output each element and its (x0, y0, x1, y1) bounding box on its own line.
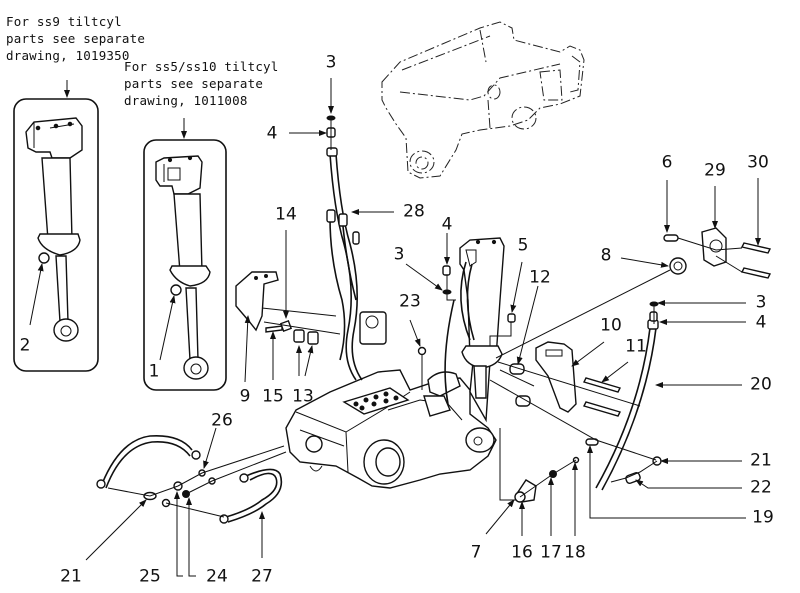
callout-11: 11 (625, 336, 647, 357)
callout-1: 1 (148, 361, 160, 382)
ss9-tilt-cylinder (25, 117, 83, 342)
callout-2: 2 (19, 335, 31, 356)
valve-manifold (342, 387, 410, 415)
callout-4-cylinder: 4 (441, 214, 453, 235)
ss5-ss10-tilt-cylinder (155, 155, 211, 380)
callout-13: 13 (292, 386, 314, 407)
callout-29: 29 (704, 160, 726, 181)
centre-tilt-cylinder (459, 237, 505, 399)
callout-3-cylinder: 3 (393, 244, 405, 265)
callout-16: 16 (511, 542, 533, 563)
callout-15: 15 (262, 386, 284, 407)
callout-7: 7 (470, 542, 482, 563)
callout-10: 10 (600, 315, 622, 336)
callout-4-right: 4 (755, 312, 767, 333)
leader-lines (29, 78, 761, 577)
callout-23: 23 (399, 291, 421, 312)
callout-24: 24 (206, 566, 228, 587)
callout-18: 18 (564, 542, 586, 563)
quick-coupler-outline (381, 21, 585, 179)
callout-19: 19 (752, 507, 774, 528)
ss5-ss10-inset-frame (143, 139, 227, 391)
hoses (96, 147, 659, 524)
assembly-lines (107, 120, 743, 518)
callout-9: 9 (239, 386, 251, 407)
callout-22: 22 (750, 477, 772, 498)
ss9-inset-frame (13, 98, 99, 372)
callout-21-right: 21 (750, 450, 772, 471)
callout-17: 17 (540, 542, 562, 563)
ss5-ss10-separate-drawing-note: For ss5/ss10 tiltcyl parts see separate … (124, 59, 279, 108)
callout-25: 25 (139, 566, 161, 587)
ss5-ss10-cylinder-inset (143, 139, 227, 391)
callout-27: 27 (251, 566, 273, 587)
callout-30: 30 (747, 152, 769, 173)
callout-14: 14 (275, 204, 297, 225)
callout-3-top: 3 (325, 52, 337, 73)
callout-4-top: 4 (266, 123, 278, 144)
callout-5: 5 (517, 235, 529, 256)
callout-3-right: 3 (755, 292, 767, 313)
callout-12: 12 (529, 267, 551, 288)
ss9-separate-drawing-note: For ss9 tiltcyl parts see separate drawi… (6, 14, 146, 63)
callout-26: 26 (211, 410, 233, 431)
callout-28: 28 (403, 201, 425, 222)
small-parts (143, 115, 772, 508)
callout-20: 20 (750, 374, 772, 395)
callout-8: 8 (600, 245, 612, 266)
callout-21-left: 21 (60, 566, 82, 587)
ss9-cylinder-inset (13, 98, 99, 372)
callout-6: 6 (661, 152, 673, 173)
